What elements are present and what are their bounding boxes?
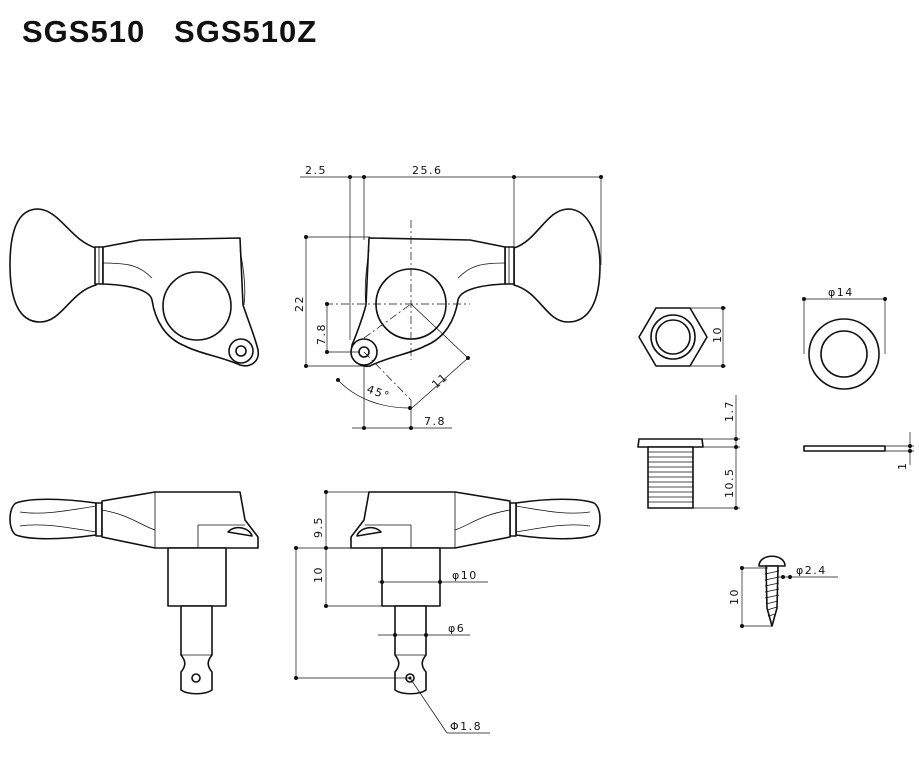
dim-angle: 45° — [365, 383, 392, 403]
dim-offset-top: 2.5 — [305, 164, 327, 177]
tuner-button-left — [9, 208, 97, 323]
side-housing-left — [101, 491, 259, 549]
side-button-right — [515, 498, 601, 540]
dim-overall-length: 25.6 — [412, 164, 443, 177]
dim-nut-hex: 10 — [711, 326, 724, 343]
side-housing-right — [350, 491, 511, 549]
button-collar-right — [504, 246, 515, 285]
dim-washer-diameter: φ14 — [828, 286, 854, 299]
side-button-left — [9, 498, 97, 540]
screw-head — [758, 555, 786, 567]
side-post-base-right — [381, 547, 441, 607]
tuner-front-view-left — [9, 208, 260, 367]
tuner-button-right — [513, 208, 601, 323]
dim-height: 22 — [293, 295, 306, 312]
tuner-front-view-dimensioned: 2.5 25.6 22 7.8 45° 11 7.8 — [293, 164, 603, 430]
dim-post-diameter-upper: φ10 — [452, 569, 478, 582]
dim-diagonal: 11 — [429, 370, 450, 391]
washer-inner — [820, 330, 868, 378]
dim-bushing-thread: 10.5 — [723, 468, 736, 499]
side-post-base-left — [167, 547, 227, 607]
dim-post-base: 10 — [312, 566, 325, 583]
dim-string-hole: Φ1.8 — [450, 720, 482, 733]
screw-shank — [765, 565, 779, 627]
dim-screw-length: 10 — [728, 588, 741, 605]
hex-nut-view: 10 — [638, 306, 726, 368]
dim-screw-diameter: φ2.4 — [796, 564, 827, 577]
bushing-thread — [647, 446, 694, 509]
washer-side — [803, 445, 886, 452]
model-name-sgs510z: SGS510Z — [174, 14, 318, 49]
dim-post-center-height: 7.8 — [315, 323, 328, 345]
dim-housing-height: 9.5 — [312, 516, 325, 538]
tuner-side-view-left — [9, 491, 259, 695]
tuner-side-view-dimensioned: 9.5 10 φ10 φ6 Φ1.8 — [294, 490, 601, 734]
side-post-right — [394, 605, 427, 695]
dim-post-offset: 7.8 — [424, 415, 446, 428]
side-post-left — [180, 605, 213, 695]
model-name-sgs510: SGS510 — [22, 14, 146, 49]
gear-post-circle-left — [162, 271, 232, 341]
dim-post-diameter-lower: φ6 — [448, 622, 465, 635]
dim-washer-thickness: 1 — [896, 462, 909, 471]
page-title: SGS510 SGS510Z — [22, 14, 317, 50]
dim-bushing-flange: 1.7 — [723, 400, 736, 422]
screw-view: 10 φ2.4 — [728, 555, 838, 628]
washer-view: φ14 1 — [802, 286, 914, 470]
bushing-flange — [637, 438, 704, 448]
bushing-view: 1.7 10.5 — [637, 395, 740, 510]
